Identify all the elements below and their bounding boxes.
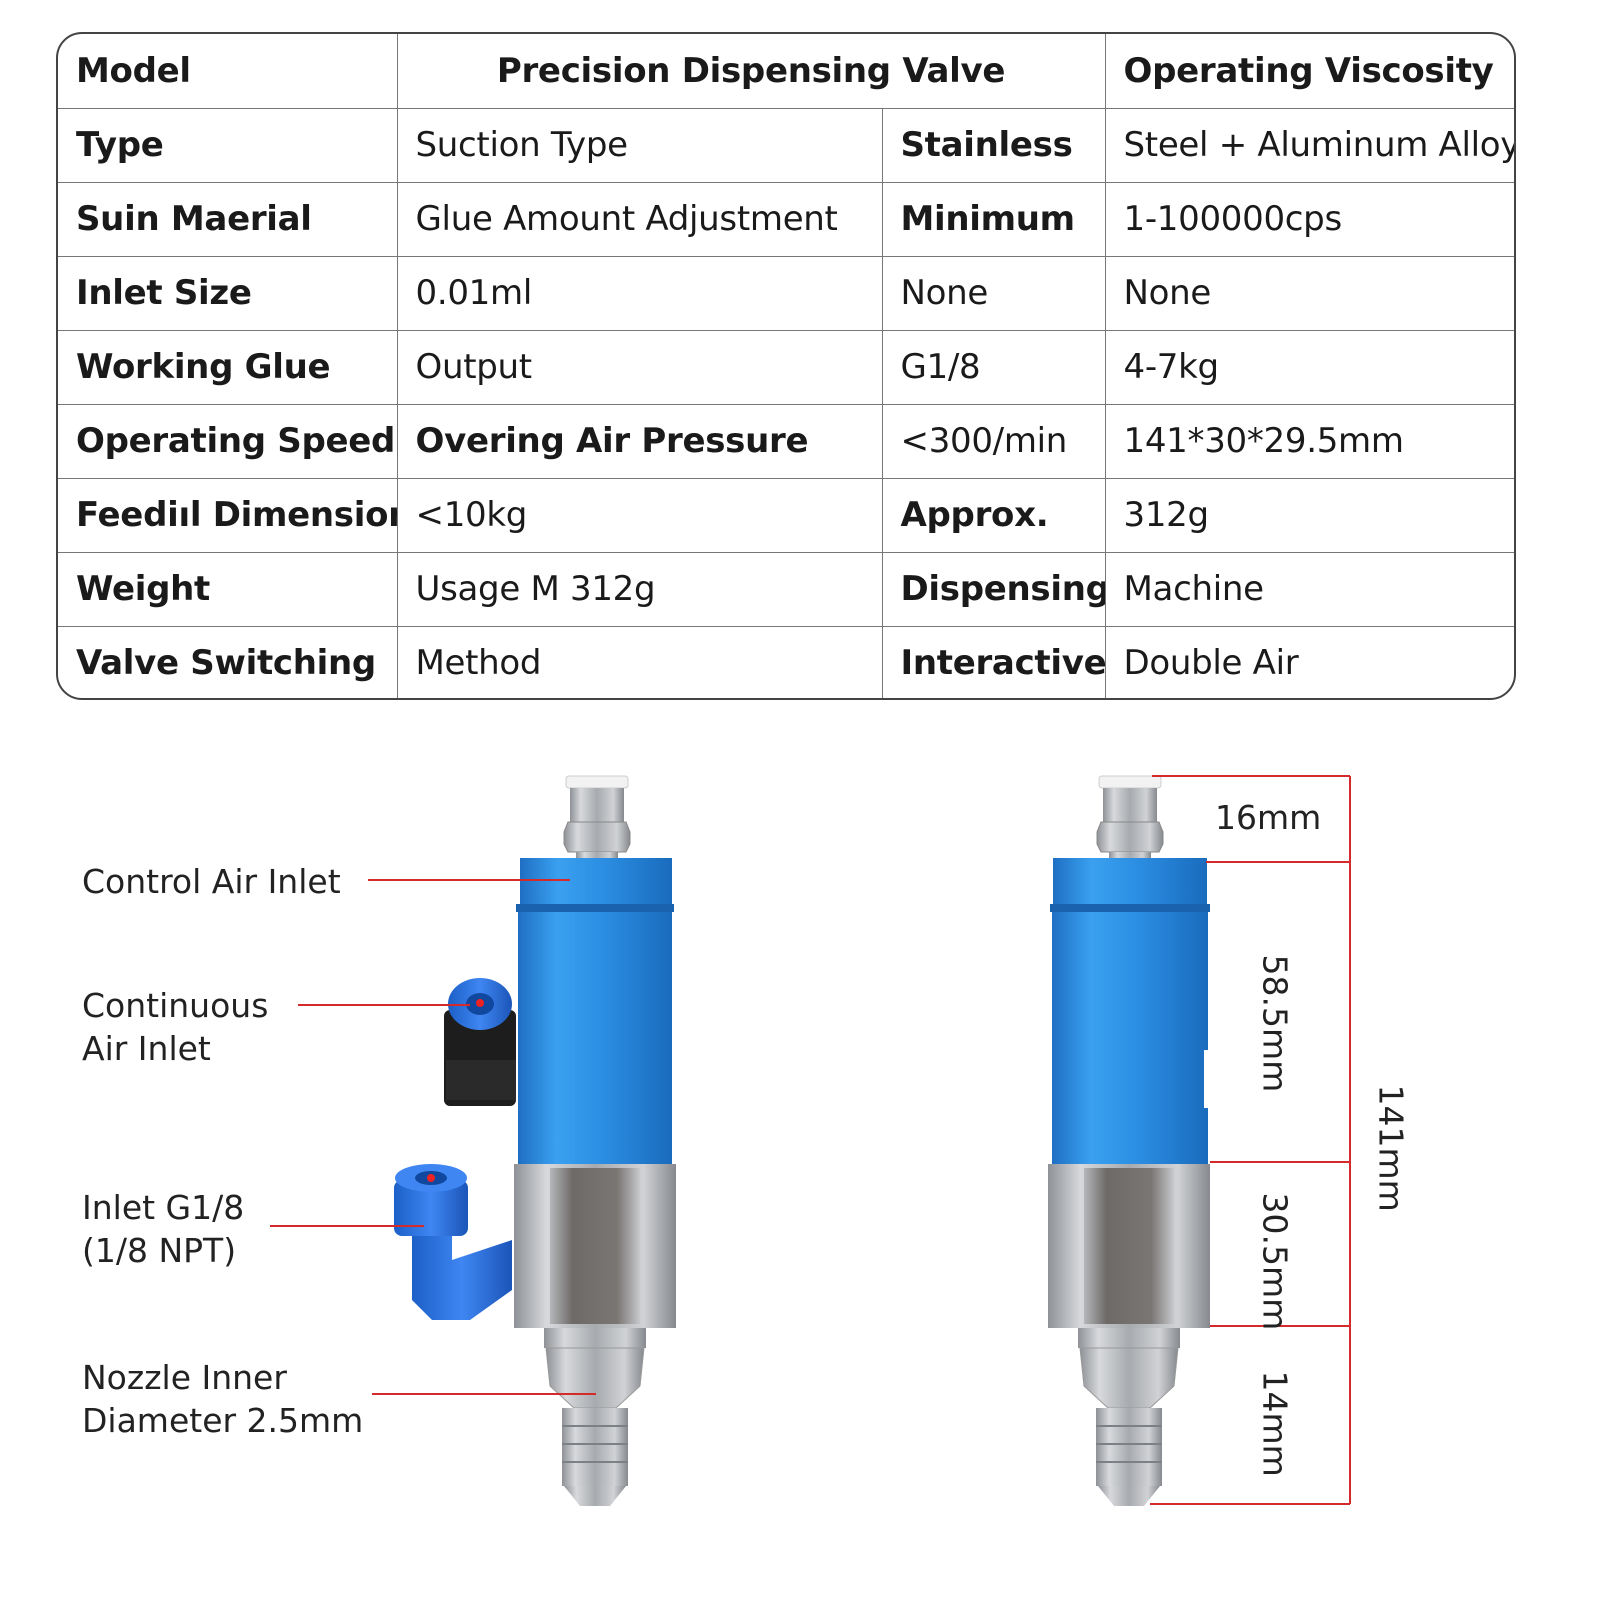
dim-label-14mm: 14mm: [1255, 1370, 1295, 1477]
row-label: Type: [58, 108, 398, 183]
table-header-row: Model Precision Dispensing Valve Operati…: [58, 34, 1514, 109]
lower-nut: [545, 1347, 645, 1409]
row-value: None: [882, 256, 1106, 331]
row-value: Double Air: [1123, 643, 1299, 684]
header-cell-viscosity: Operating Viscosity: [1105, 34, 1514, 109]
spec-table-grid: Model Precision Dispensing Valve Operati…: [58, 34, 1514, 698]
row-value: <10kg: [397, 478, 883, 553]
row-label: Dispensing: [882, 552, 1106, 627]
table-row: Working Glue Output G1/8 4-7kg: [58, 330, 1514, 405]
header-cell-model: Model: [58, 34, 398, 109]
dim-label-141mm: 141mm: [1371, 1084, 1411, 1212]
dim-label-58-5mm: 58.5mm: [1255, 954, 1295, 1093]
valve-figure: Control Air Inlet Continuous Air Inlet I…: [0, 720, 1600, 1600]
top-hex-nut: [563, 821, 631, 853]
elbow-dot: [427, 1174, 435, 1182]
elbow-collar: [394, 1180, 468, 1236]
callout-leaders: [270, 879, 596, 1395]
blue-cap-seam: [516, 904, 674, 912]
row-value: G1/8: [882, 330, 1106, 405]
table-row: Weight Usage M 312g Dispensing Machine: [58, 552, 1514, 627]
top-hex-nut: [1096, 821, 1164, 853]
body-notch: [1204, 1050, 1210, 1108]
lower-collar: [544, 1328, 646, 1348]
spec-table: Model Precision Dispensing Valve Operati…: [56, 32, 1516, 700]
nozzle-tip: [564, 1486, 626, 1506]
air-fitting-lower: [446, 1060, 516, 1100]
row-value: 312g: [1105, 478, 1514, 553]
callout-nozzle-diameter: Nozzle Inner Diameter 2.5mm: [82, 1358, 364, 1440]
row-value: Output: [397, 330, 883, 405]
row-label: Weight: [58, 552, 398, 627]
row-label: Interactive: [882, 626, 1106, 698]
row-value: Suction Type: [397, 108, 883, 183]
table-row: Inlet Size 0.01ml None None: [58, 256, 1514, 331]
row-value: <300/min: [882, 404, 1106, 479]
top-fitting-cap: [565, 775, 629, 789]
row-value: 1-100000cps: [1105, 182, 1514, 257]
nozzle-barbs: [1096, 1408, 1162, 1486]
air-fitting-dot: [476, 999, 484, 1007]
right-valve: [1048, 775, 1210, 1506]
row-value: Glue Amount Adjustment: [397, 182, 883, 257]
row-label: Feediıl Dimension: [58, 478, 398, 553]
top-fitting-collar: [570, 788, 624, 822]
left-valve: [394, 775, 676, 1506]
dimension-lines: [1150, 775, 1351, 1505]
callout-control-air-inlet: Control Air Inlet: [82, 862, 341, 901]
row-value: Method: [397, 626, 883, 698]
row-label: Valve Switching: [58, 626, 398, 698]
row-value: Steel + Aluminum Alloy: [1105, 108, 1514, 183]
row-value: 0.01ml: [397, 256, 883, 331]
valve-illustration: [270, 775, 1351, 1506]
blue-cap-seam: [1050, 904, 1210, 912]
dim-label-30-5mm: 30.5mm: [1255, 1192, 1295, 1331]
table-row: Feediıl Dimension <10kg Approx. 312g: [58, 478, 1514, 553]
callout-inlet-g18: Inlet G1/8 (1/8 NPT): [82, 1188, 245, 1270]
nozzle-tip: [1098, 1486, 1160, 1506]
blue-body: [518, 912, 672, 1164]
row-value: Usage M 312g: [397, 552, 883, 627]
row-label: Approx.: [882, 478, 1106, 553]
row-label: Operating Speed: [58, 404, 398, 479]
table-row: Suin Maerial Glue Amount Adjustment Mini…: [58, 182, 1514, 257]
table-row: Operating Speed Overing Air Pressure <30…: [58, 404, 1514, 479]
row-label: Inlet Size: [58, 256, 398, 331]
steel-hex-face: [550, 1168, 640, 1324]
row-label: Suin Maerial: [58, 182, 398, 257]
nozzle-barbs: [562, 1408, 628, 1486]
header-cell-product: Precision Dispensing Valve: [397, 34, 1106, 109]
dim-label-16mm: 16mm: [1215, 798, 1322, 837]
lower-collar: [1078, 1328, 1180, 1348]
top-fitting-collar: [1103, 788, 1157, 822]
top-fitting-cap: [1098, 775, 1162, 789]
steel-hex-face: [1084, 1168, 1174, 1324]
row-label: Overing Air Pressure: [397, 404, 883, 479]
row-value: 141*30*29.5mm: [1105, 404, 1514, 479]
elbow-inlet: [412, 1220, 512, 1320]
blue-cap: [1053, 858, 1207, 904]
lower-nut: [1079, 1347, 1179, 1409]
table-row: Valve Switching Method Interactive Doubl…: [58, 626, 1514, 698]
table-row: Type Suction Type Stainless Steel + Alum…: [58, 108, 1514, 183]
callout-continuous-air-inlet: Continuous Air Inlet: [82, 986, 269, 1068]
row-label: Working Glue: [58, 330, 398, 405]
row-label: Stainless: [882, 108, 1106, 183]
row-value: None: [1105, 256, 1514, 331]
row-value: Machine: [1105, 552, 1514, 627]
row-value: 4-7kg: [1105, 330, 1514, 405]
blue-body: [1052, 912, 1208, 1164]
row-label: Minimum: [882, 182, 1106, 257]
